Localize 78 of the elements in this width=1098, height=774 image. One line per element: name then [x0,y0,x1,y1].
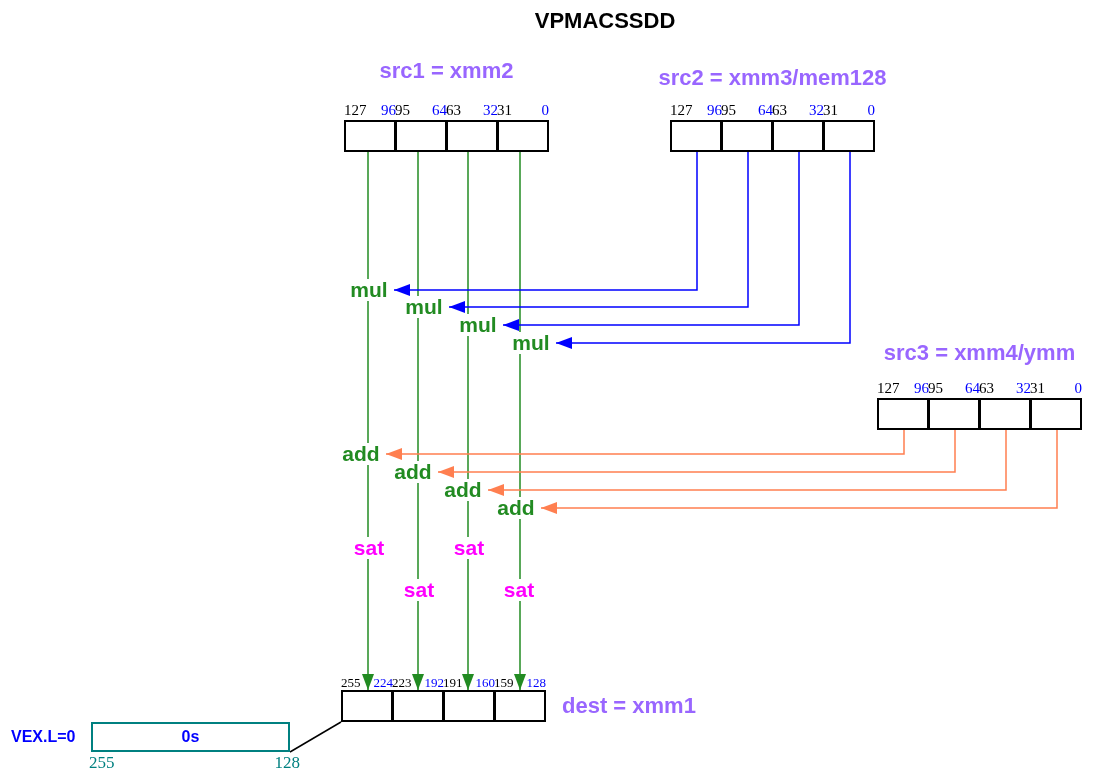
bit-number: 95 [928,380,943,396]
bit-number: 64 [758,102,773,118]
arrow [437,429,956,478]
line [417,482,419,580]
operation-label: add [338,443,384,465]
bit-number: 31 [1030,380,1045,396]
field-label: VEX.L=0 [11,728,76,746]
bit-number: 191 [443,675,463,691]
line [417,317,419,462]
register-label: src2 = xmm3/mem128 [657,65,888,91]
diagram-title: VPMACSSDD [533,8,677,34]
leader-line [289,721,342,753]
bit-number: 128 [274,755,300,771]
arrow [462,558,474,691]
fill-value: 0s [180,728,201,746]
arrow [385,429,905,460]
arrow [448,151,749,313]
line [367,464,369,538]
bit-number: 96 [381,102,396,118]
line [467,500,469,538]
bit-number: 64 [432,102,447,118]
arrow [487,429,1007,496]
arrow [393,151,698,296]
bit-number: 95 [395,102,410,118]
operation-label: mul [508,332,554,354]
bit-number: 32 [809,102,824,118]
bit-number: 95 [721,102,736,118]
line [519,518,521,580]
bit-number: 63 [446,102,461,118]
bit-number: 31 [497,102,512,118]
operation-label: mul [455,314,501,336]
arrow [514,600,526,691]
bit-number: 63 [979,380,994,396]
bit-number: 160 [475,675,495,691]
bit-number: 255 [89,755,115,771]
bit-number: 224 [373,675,393,691]
bit-number: 63 [772,102,787,118]
operation-label: sat [399,579,439,601]
arrow [540,429,1058,514]
bit-number: 32 [1016,380,1031,396]
bit-number: 159 [494,675,514,691]
operation-label: mul [401,296,447,318]
bit-number: 31 [823,102,838,118]
arrow [502,151,800,331]
line [367,151,369,280]
register-label: src1 = xmm2 [378,58,515,84]
register-label: dest = xmm1 [562,693,696,719]
bit-number: 96 [707,102,722,118]
bit-number: 0 [1074,380,1082,396]
line [467,335,469,480]
bit-number: 0 [541,102,549,118]
bit-number: 128 [526,675,546,691]
arrow [362,558,374,691]
operation-label: mul [346,279,392,301]
bit-number: 64 [965,380,980,396]
line [367,300,369,444]
register-label: src3 = xmm4/ymm [882,340,1077,366]
arrow [412,600,424,691]
operation-label: sat [349,537,389,559]
bit-number: 127 [877,380,900,396]
bit-number: 127 [344,102,367,118]
line [519,353,521,498]
operation-label: add [493,497,539,519]
operation-label: sat [449,537,489,559]
bit-number: 32 [483,102,498,118]
bit-number: 192 [424,675,444,691]
bit-number: 0 [867,102,875,118]
line [519,151,521,333]
bit-number: 96 [914,380,929,396]
bit-number: 255 [341,675,361,691]
bit-number: 223 [392,675,412,691]
bit-number: 127 [670,102,693,118]
arrow [555,151,851,349]
operation-label: sat [499,579,539,601]
operation-label: add [440,479,486,501]
line [467,151,469,315]
operation-label: add [390,461,436,483]
line [417,151,419,297]
